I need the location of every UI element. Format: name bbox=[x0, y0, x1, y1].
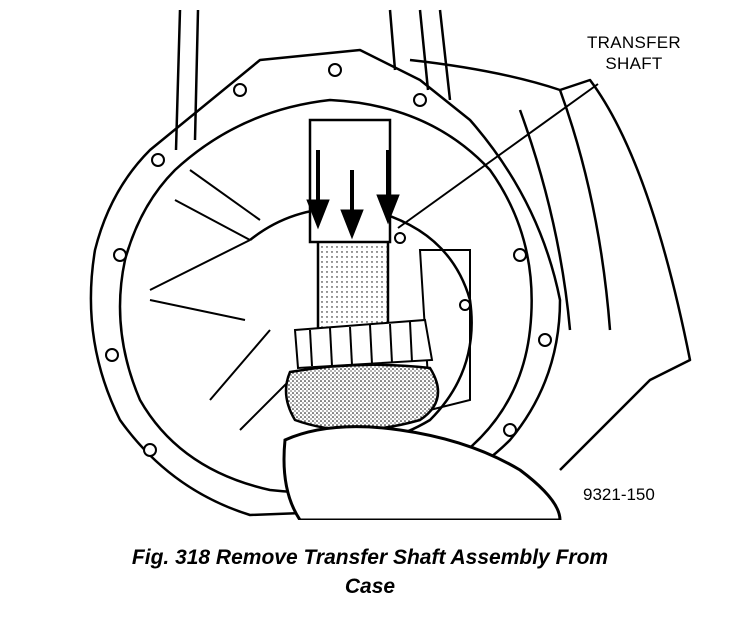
case-rib bbox=[149, 169, 301, 431]
bolt-hole bbox=[113, 248, 127, 262]
transfer-shaft-illustration bbox=[89, 9, 692, 520]
caption-line-2: Case bbox=[344, 575, 396, 598]
figure-number: 9321-150 bbox=[583, 485, 655, 504]
bolt-hole bbox=[394, 232, 406, 244]
helical-gear bbox=[284, 363, 440, 432]
removal-arrows bbox=[306, 150, 400, 240]
bolt-hole bbox=[413, 93, 427, 107]
callout-line-1: TRANSFER bbox=[586, 33, 681, 52]
hand bbox=[282, 425, 562, 520]
bolt-hole bbox=[105, 348, 119, 362]
callout-leader bbox=[397, 83, 599, 229]
right-housing-inner bbox=[518, 89, 612, 331]
transfer-shaft bbox=[316, 238, 390, 332]
upper-housing-tube bbox=[174, 9, 452, 151]
transfer-shaft-callout: TRANSFER SHAFT bbox=[574, 32, 694, 74]
tapered-bearing bbox=[293, 318, 434, 370]
bolt-hole bbox=[328, 63, 342, 77]
bolt-hole bbox=[513, 248, 527, 262]
bolt-hole bbox=[151, 153, 165, 167]
right-housing bbox=[409, 58, 692, 471]
bolt-hole bbox=[459, 299, 471, 311]
bolt-hole bbox=[503, 423, 517, 437]
bolt-hole bbox=[143, 443, 157, 457]
figure-caption: Fig. 318 Remove Transfer Shaft Assembly … bbox=[20, 543, 720, 601]
callout-line-2: SHAFT bbox=[605, 54, 663, 73]
bolt-hole bbox=[538, 333, 552, 347]
caption-line-1: Fig. 318 Remove Transfer Shaft Assembly … bbox=[131, 546, 609, 569]
bolt-hole bbox=[233, 83, 247, 97]
